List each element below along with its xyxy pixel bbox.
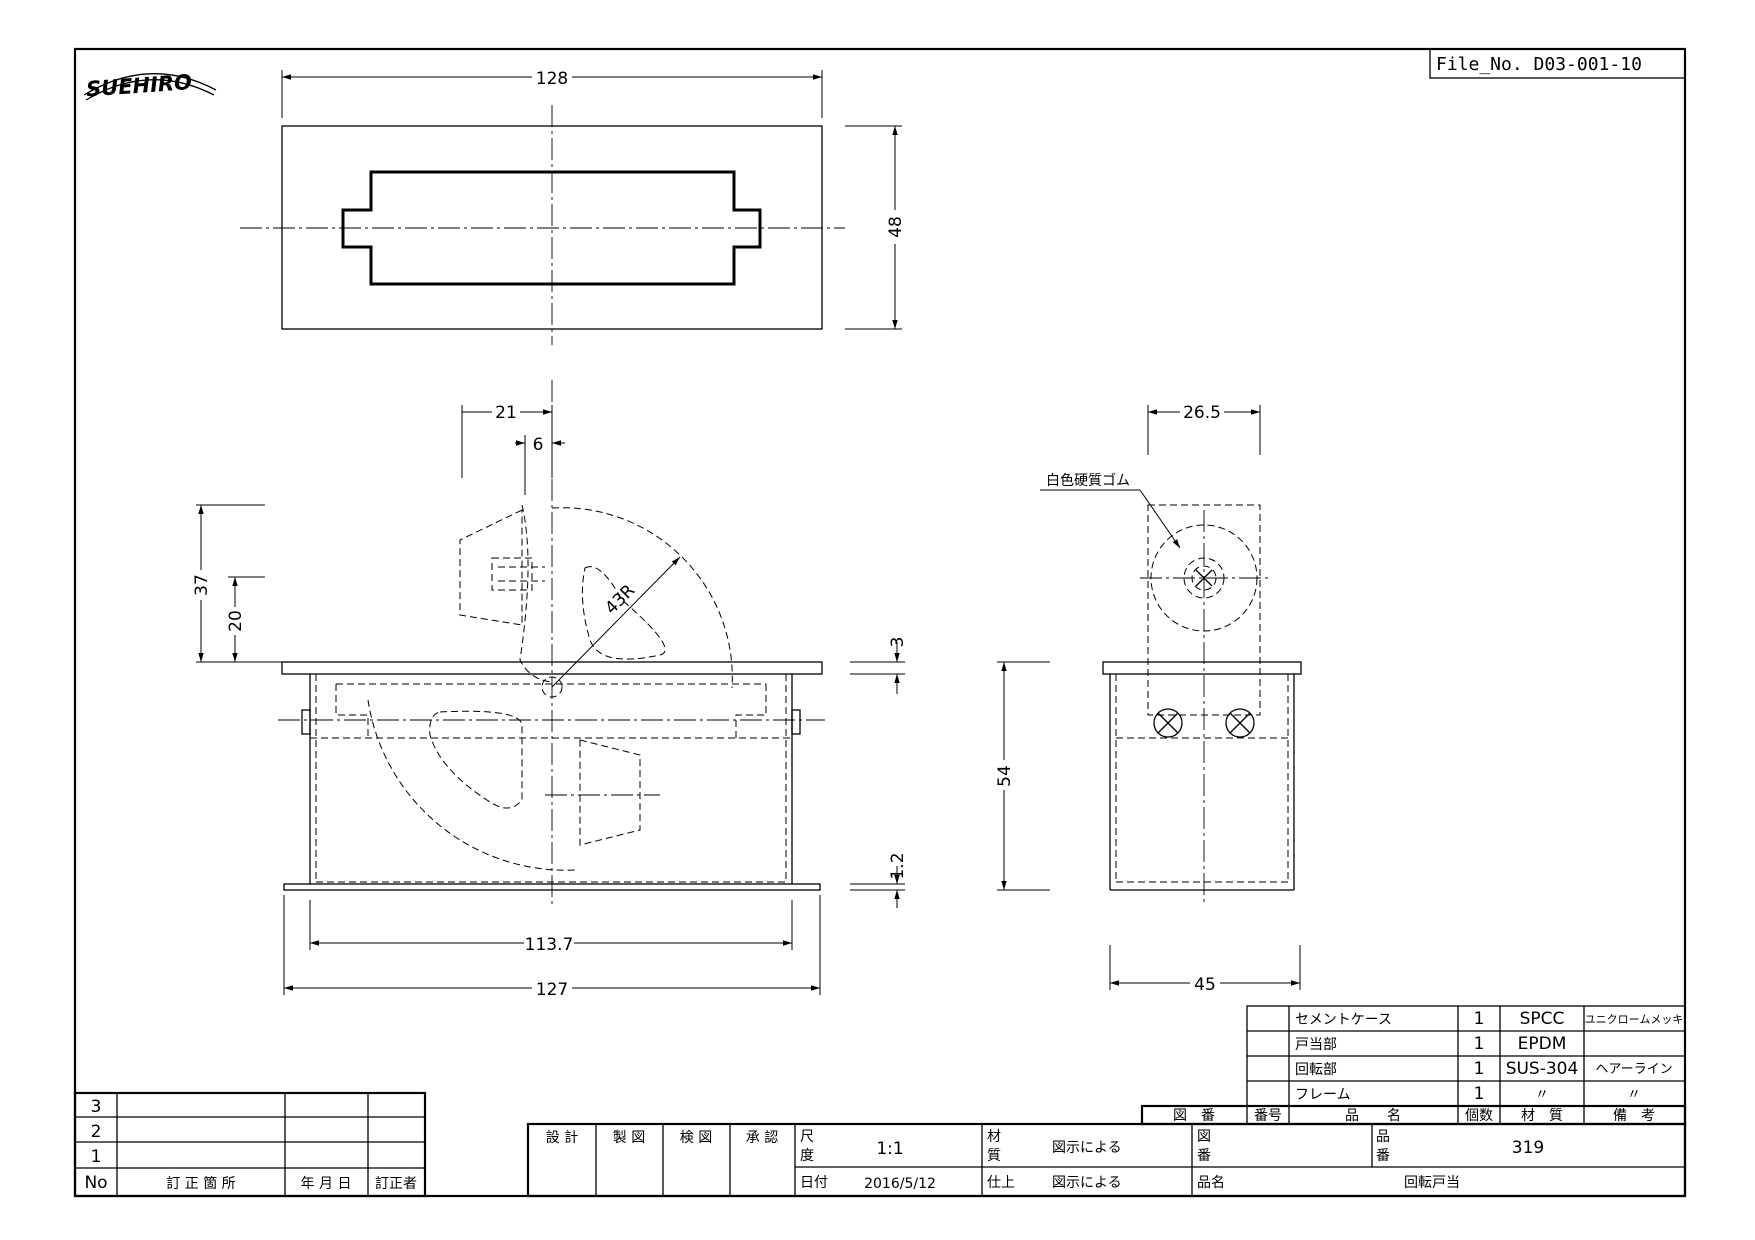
part-material: SPCC	[1520, 1009, 1565, 1029]
part-material: EPDM	[1518, 1034, 1567, 1054]
title-block: 設 計 製 図 検 図 承 認 尺 度 1:1 日付 2016/5/12 材 質…	[526, 1122, 1687, 1198]
title-hinban-value: 319	[1512, 1138, 1544, 1158]
dim-bottom-1-2: 1.2	[888, 852, 908, 879]
front-view: 43R 21 6 37 20 3 1.2	[190, 380, 908, 1000]
title-zuban-label-2: 番	[1197, 1148, 1211, 1164]
dim-side-54: 54	[995, 765, 1015, 787]
title-zaishitsu-label-2: 質	[987, 1148, 1001, 1164]
parts-header-zaishitsu: 材 質	[1521, 1108, 1563, 1124]
dim-front-21: 21	[495, 403, 517, 423]
title-date: 2016/5/12	[864, 1176, 936, 1192]
file-no-label: File_No. D03-001-10	[1436, 54, 1642, 75]
dim-outer-width: 127	[536, 980, 568, 1000]
parts-header-hinmei: 品 名	[1345, 1108, 1401, 1124]
dim-side-26-5: 26.5	[1183, 403, 1221, 423]
revision-header-by: 訂正者	[375, 1176, 417, 1192]
revision-row-number: 2	[91, 1122, 102, 1142]
suehiro-logo: SUEHIRO	[83, 70, 217, 101]
title-zaishitsu-value: 図示による	[1052, 1140, 1122, 1156]
part-note: ユニクロームメッキ	[1585, 1013, 1684, 1026]
file-no-box	[1429, 48, 1686, 79]
part-name: セメントケース	[1295, 1012, 1392, 1028]
dim-top-height: 48	[886, 216, 906, 238]
dim-side-45: 45	[1194, 975, 1216, 995]
revision-row-number: 3	[91, 1097, 102, 1117]
title-zuban-label: 図	[1197, 1129, 1211, 1145]
part-qty: 1	[1474, 1059, 1485, 1079]
annotation-rubber: 白色硬質ゴム	[1046, 472, 1130, 489]
revision-table: 3 2 1 No 訂 正 箇 所 年 月 日 訂正者	[73, 1091, 427, 1198]
part-qty: 1	[1474, 1034, 1485, 1054]
title-scale: 1:1	[876, 1139, 903, 1159]
part-qty: 1	[1474, 1009, 1485, 1029]
title-shiage-value: 図示による	[1052, 1175, 1122, 1191]
side-view: 白色硬質ゴム 26.5 54 45	[993, 402, 1302, 995]
dim-front-37: 37	[192, 574, 212, 596]
parts-header-biko: 備 考	[1613, 1108, 1655, 1124]
top-view: 128 48	[240, 66, 906, 345]
part-note: ヘアーライン	[1595, 1062, 1672, 1077]
dim-top-width: 128	[536, 69, 568, 89]
parts-header-kosu: 個数	[1465, 1108, 1493, 1124]
title-shakudo-label: 尺	[800, 1129, 814, 1145]
dim-front-20: 20	[226, 610, 246, 632]
title-hinban-label: 品	[1376, 1129, 1390, 1145]
part-qty: 1	[1474, 1084, 1485, 1104]
title-shakudo-label-2: 度	[800, 1148, 814, 1164]
title-seizu: 製 図	[613, 1130, 645, 1146]
revision-row-number: 1	[91, 1147, 102, 1167]
sheet-border	[73, 47, 1687, 1198]
part-name: フレーム	[1295, 1087, 1351, 1103]
part-material: SUS-304	[1506, 1059, 1579, 1079]
revision-header-no: No	[84, 1173, 107, 1193]
dim-plate-3: 3	[888, 637, 908, 648]
parts-header-bango: 番号	[1254, 1108, 1282, 1124]
title-shonin: 承 認	[746, 1130, 778, 1146]
title-kenzu: 検 図	[680, 1130, 712, 1146]
title-date-label: 日付	[800, 1175, 828, 1191]
title-hinban-label-2: 番	[1376, 1148, 1390, 1164]
part-material: 〃	[1535, 1087, 1549, 1103]
dim-front-6: 6	[533, 435, 544, 455]
dim-radius: 43R	[601, 581, 639, 619]
title-hinmei-label: 品名	[1197, 1175, 1225, 1191]
part-note: 〃	[1627, 1087, 1641, 1103]
title-hinmei-value: 回転戸当	[1404, 1175, 1460, 1191]
logo-text: SUEHIRO	[85, 70, 192, 101]
title-sekkei: 設 計	[546, 1130, 578, 1146]
revision-header-date: 年 月 日	[301, 1176, 352, 1192]
parts-table: 図 番 番号 品 名 個数 材 質 備 考 セメントケース 1 SPCC ユニク…	[1140, 1005, 1687, 1126]
title-zaishitsu-label: 材	[987, 1129, 1001, 1145]
parts-header-zuban: 図 番	[1173, 1108, 1215, 1124]
revision-header-place: 訂 正 箇 所	[166, 1175, 235, 1192]
title-shiage-label: 仕上	[987, 1175, 1015, 1191]
part-name: 回転部	[1295, 1062, 1337, 1078]
part-name: 戸当部	[1295, 1037, 1337, 1053]
dim-inner-width: 113.7	[525, 935, 574, 955]
